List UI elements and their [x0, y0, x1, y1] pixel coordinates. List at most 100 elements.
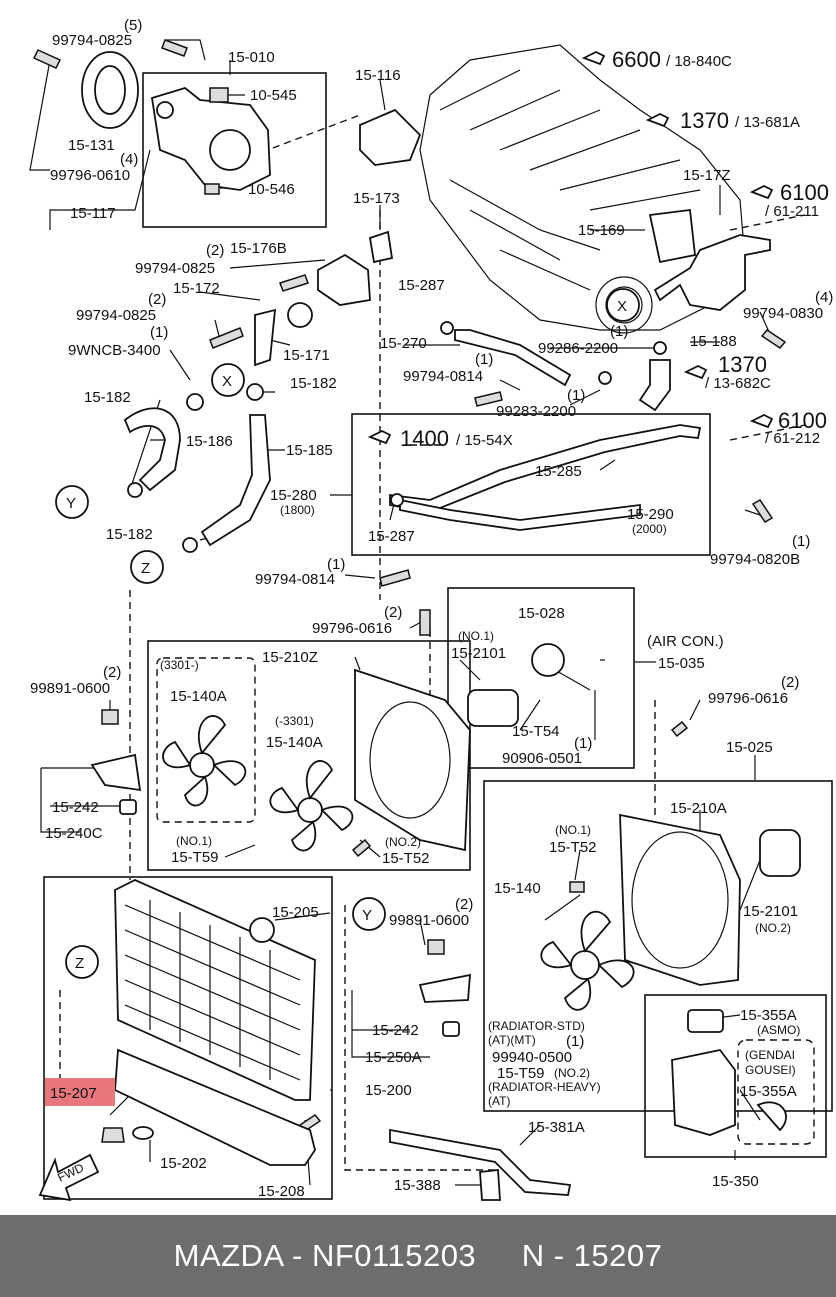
hose-15-185	[200, 414, 271, 547]
ref-6600-sub: / 18-840C	[666, 53, 732, 70]
label-p15-182-b: 15-182	[290, 375, 337, 392]
thermostat-housing	[287, 253, 371, 328]
pulley-part	[81, 51, 139, 129]
label-p15-117: 15-117	[70, 205, 116, 222]
fan-set-box	[147, 640, 471, 871]
label-b99794-0825-b: 99794-0825	[135, 260, 215, 277]
label-p15-140a-a: 15-140A	[170, 688, 227, 705]
label-p10-546: 10-546	[248, 181, 295, 198]
radiator-box	[43, 876, 333, 1200]
fan-15-140	[540, 910, 635, 1011]
fan-set-box-2	[483, 780, 833, 1112]
label-p15-176b: 15-176B	[230, 240, 287, 257]
label-p15-182-c: 15-182	[106, 526, 153, 543]
label-q2f: (2)	[455, 896, 473, 913]
hose-15-381A	[389, 1128, 572, 1196]
label-p15-172: 15-172	[173, 280, 220, 297]
label-gendai: (GENDAI	[745, 1048, 795, 1062]
label-p15-169: 15-169	[578, 222, 625, 239]
bolts	[32, 39, 787, 1132]
label-q1g: (1)	[574, 735, 592, 752]
label-p15-240c: 15-240C	[45, 825, 103, 842]
label-b99796-0610: 99796-0610	[50, 167, 130, 184]
label-p15-280: 15-280	[270, 487, 317, 504]
hose-15-186	[123, 407, 181, 492]
label-b99796-0616-b: 99796-0616	[708, 690, 788, 707]
label-p15-t59-b: 15-T59	[497, 1065, 545, 1082]
label-b99794-0814-b: 99794-0814	[255, 571, 335, 588]
ref-6100c: 6100	[778, 408, 827, 433]
label-no1c: (NO.1)	[555, 823, 591, 837]
label-p15-287-b: 15-287	[368, 528, 415, 545]
label-q1a: (1)	[150, 324, 168, 341]
label-b99891-0600-a: 99891-0600	[30, 680, 110, 697]
label-p15-025: 15-025	[726, 739, 773, 756]
label-p15-388: 15-388	[394, 1177, 441, 1194]
label-p15-242-a: 15-242	[52, 799, 99, 816]
ref-1370c: 1370	[718, 352, 767, 377]
rubber-15-242-b	[442, 1021, 460, 1037]
label-p15-028: 15-028	[518, 605, 565, 622]
label-p10-545: 10-545	[250, 87, 297, 104]
label-no2a: (NO.2)	[385, 835, 421, 849]
label-b99940-0500: 99940-0500	[492, 1049, 572, 1066]
label-q1d: (1)	[567, 387, 585, 404]
label-p15-t52-b: 15-T52	[549, 839, 597, 856]
label-b99796-0616-a: 99796-0616	[312, 620, 392, 637]
label-y-a: Y	[66, 495, 76, 512]
label-p15-208: 15-208	[258, 1183, 305, 1200]
label-asmo: (ASMO)	[757, 1023, 800, 1037]
label-p15-210z: 15-210Z	[262, 649, 318, 666]
plug-15-202	[132, 1126, 154, 1140]
label-p15-270: 15-270	[380, 335, 427, 352]
label-15-207-highlighted: 15-207	[50, 1085, 97, 1102]
label-b99794-0820b: 99794-0820B	[710, 551, 800, 568]
label-q1e: (1)	[327, 556, 345, 573]
label-no2b: (NO.2)	[755, 921, 791, 935]
label-q1f: (1)	[792, 533, 810, 550]
label-q2b: (2)	[148, 291, 166, 308]
radiator-core	[114, 879, 316, 1101]
clip-15-388	[479, 1169, 501, 1201]
highlight-15-207	[45, 1078, 115, 1106]
water-pump-box	[142, 72, 327, 228]
label-q1c: (1)	[610, 323, 628, 340]
label-b90906-0501: 90906-0501	[502, 750, 582, 767]
fan-3301-dashbox	[156, 657, 256, 823]
footer-bar: MAZDA - NF0115203 N - 15207	[0, 1215, 836, 1297]
bracket-15-250A	[418, 973, 471, 1003]
label-y-mark: Y	[362, 907, 372, 924]
label-n1800: (1800)	[280, 503, 315, 517]
label-b99283-2200: 99283-2200	[496, 403, 576, 420]
ref-1370-sub: / 13-681A	[735, 114, 800, 131]
label-rad-std: (RADIATOR-STD)	[488, 1019, 585, 1033]
labels: 6600 / 18-840C 1370 / 13-681A 6100 / 61-…	[30, 17, 833, 1200]
label-p15-171: 15-171	[283, 347, 330, 364]
label-b99794-0825-top: 99794-0825	[52, 32, 132, 49]
label-p15-t59-a: 15-T59	[171, 849, 219, 866]
fwd-arrow	[38, 1153, 100, 1202]
label-q1b: (1)	[475, 351, 493, 368]
label-p15-2101-b: 15-2101	[743, 903, 798, 920]
label-p15-290: 15-290	[627, 506, 674, 523]
bracket-15-240C	[90, 753, 142, 792]
rubber-15-242-a	[119, 799, 137, 815]
gasket-15-116	[359, 108, 422, 166]
motor-aircon	[467, 643, 565, 727]
label-atmt: (AT)(MT)	[488, 1033, 536, 1047]
label-p15-205: 15-205	[272, 904, 319, 921]
label-q5: (5)	[124, 17, 142, 34]
label-p15-035: 15-035	[658, 655, 705, 672]
label-p15-182-a: 15-182	[84, 389, 131, 406]
label-b9wncb-3400: 9WNCB-3400	[68, 342, 161, 359]
label-gousei: GOUSEI)	[745, 1063, 796, 1077]
label-p15-210a: 15-210A	[670, 800, 727, 817]
pipe-15-290	[399, 498, 641, 531]
label-p15-t54: 15-T54	[512, 723, 560, 740]
label-rad-heavy: (RADIATOR-HEAVY)	[488, 1080, 601, 1094]
water-outlet-17Z	[653, 234, 771, 311]
label-p15-010: 15-010	[228, 49, 275, 66]
hose-15-188	[638, 359, 671, 412]
label-p15-188: 15-188	[690, 333, 737, 350]
ref-6100: 6100	[780, 180, 829, 205]
